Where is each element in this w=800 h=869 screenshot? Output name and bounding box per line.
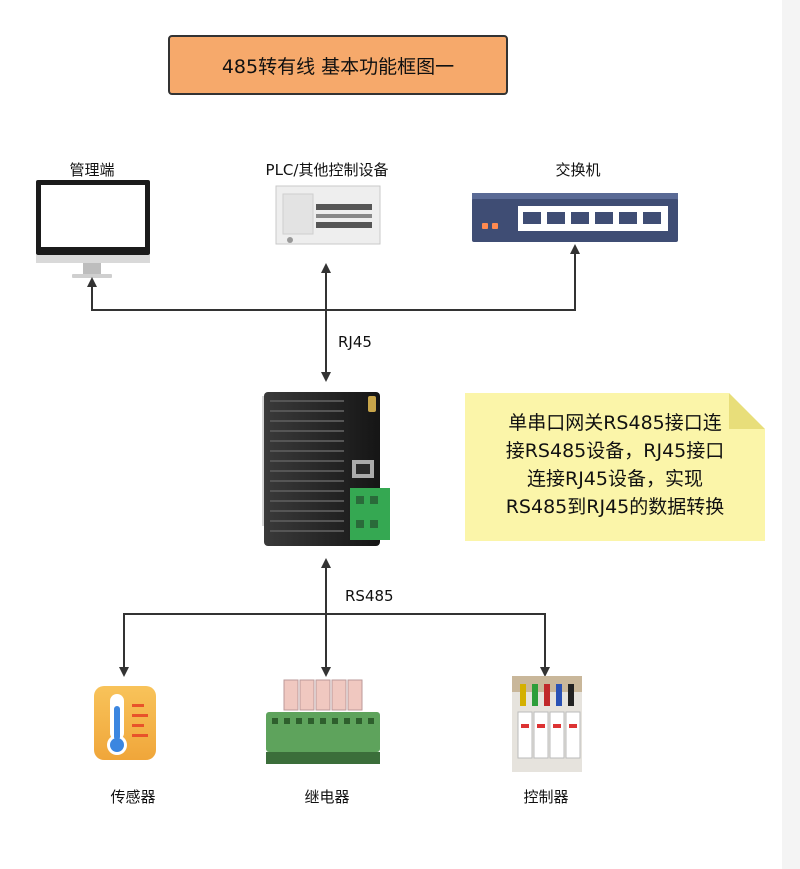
switch-label: 交换机 — [555, 161, 601, 179]
rs485-link-label: RS485 — [345, 587, 394, 605]
note-line-1: 单串口网关RS485接口连 — [508, 412, 722, 434]
note-line-2: 接RS485设备，RJ45接口 — [505, 440, 725, 462]
rs485-bus — [119, 613, 550, 677]
plc-label: PLC/其他控制设备 — [265, 161, 389, 179]
right-edge-strip — [782, 0, 800, 869]
monitor-icon — [36, 180, 150, 278]
management-switch-link — [87, 244, 580, 311]
management-label: 管理端 — [69, 161, 115, 179]
controller-label: 控制器 — [523, 788, 569, 806]
note-line-4: RS485到RJ45的数据转换 — [505, 496, 725, 518]
relay-module-icon — [266, 679, 380, 764]
network-switch-icon — [472, 193, 678, 242]
rj45-link-label: RJ45 — [338, 333, 372, 351]
note-fold-corner — [729, 393, 765, 429]
diagram-title: 485转有线 基本功能框图一 — [168, 35, 508, 95]
sensor-label: 传感器 — [110, 788, 156, 806]
relay-label: 继电器 — [304, 788, 350, 806]
controller-breaker-icon — [512, 676, 582, 772]
plc-device-icon — [275, 185, 381, 245]
gateway-device-icon — [262, 392, 390, 546]
description-note: 单串口网关RS485接口连 接RS485设备，RJ45接口 连接RJ45设备，实… — [465, 393, 765, 541]
thermometer-icon — [94, 686, 156, 760]
note-line-3: 连接RJ45设备，实现 — [527, 468, 703, 490]
